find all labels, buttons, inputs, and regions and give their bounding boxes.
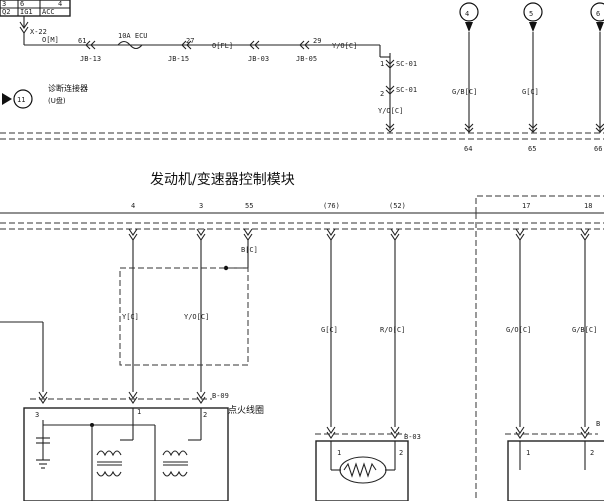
connector-label: B-09 bbox=[212, 392, 229, 400]
wire-color: G/B[C] bbox=[452, 88, 477, 96]
splice-pin: 2 bbox=[380, 90, 384, 98]
splice-label: X-22 bbox=[30, 28, 47, 36]
arrow-down-icon bbox=[529, 22, 537, 32]
ref-number: 11 bbox=[17, 96, 25, 104]
ref-marker-6: 6 66 bbox=[590, 2, 604, 153]
ref-number: 6 bbox=[596, 10, 600, 18]
splice-label: SC-01 bbox=[396, 86, 417, 94]
module-pin: 55 bbox=[245, 202, 253, 210]
fuse-label: 10A ECU bbox=[118, 32, 148, 40]
coil-pin: 2 bbox=[203, 411, 207, 419]
device-pin: 1 bbox=[526, 449, 530, 457]
connector-label: JB-03 bbox=[248, 55, 269, 63]
module-pin: 18 bbox=[584, 202, 592, 210]
arrow-down-icon bbox=[465, 22, 473, 32]
top-wire: O[M] 61 JB-13 10A ECU JB-15 27 O[FL] JB-… bbox=[24, 32, 380, 63]
box-pin-number: 4 bbox=[58, 0, 62, 8]
wire-pin-3: Y/O[C] bbox=[184, 240, 209, 392]
sensor-pin: 2 bbox=[399, 449, 403, 457]
sensor-device: 1 2 bbox=[315, 440, 409, 501]
pin-number: 65 bbox=[528, 145, 536, 153]
wire-color: G/B[C] bbox=[572, 326, 597, 334]
right-connector: B bbox=[505, 420, 600, 439]
upper-bus bbox=[0, 132, 604, 140]
wire-pin-55: B[C] bbox=[223, 240, 258, 271]
sensor-connector: B-03 bbox=[315, 426, 421, 441]
module-pin: 17 bbox=[522, 202, 530, 210]
splice-x22: X-22 bbox=[19, 16, 47, 45]
diagnostic-label: 诊断连接器 bbox=[48, 83, 88, 93]
diagnostic-connector-ref: 11 诊断连接器 (U盘) bbox=[2, 83, 88, 109]
left-feed bbox=[0, 321, 44, 392]
coil-pin: 1 bbox=[137, 408, 141, 416]
ground-icon bbox=[36, 455, 50, 469]
ref-number: 5 bbox=[529, 10, 533, 18]
wire-color: R/O[C] bbox=[380, 326, 405, 334]
module-frame bbox=[0, 195, 604, 501]
ref-number: 4 bbox=[465, 10, 469, 18]
connector-label: B bbox=[596, 420, 600, 428]
box-pin-number: 3 bbox=[2, 0, 6, 8]
wire-pin-18: G/B[C] bbox=[572, 240, 597, 427]
ref-circle-icon bbox=[13, 89, 33, 109]
top-box: 3 6 4 Q2 IG1 ACC bbox=[0, 0, 71, 17]
pin-number: 64 bbox=[464, 145, 472, 153]
connector-label: JB-13 bbox=[80, 55, 101, 63]
ref-marker-5: 5 G[C] 65 bbox=[522, 2, 543, 153]
splice-pin: 1 bbox=[380, 60, 384, 68]
connector-label: B-03 bbox=[404, 433, 421, 441]
pin-number: 66 bbox=[594, 145, 602, 153]
wire-color: G[C] bbox=[522, 88, 539, 96]
connector-label: JB-05 bbox=[296, 55, 317, 63]
coil-winding-icon bbox=[96, 450, 122, 477]
wire-color: Y/O[C] bbox=[332, 42, 357, 50]
module-title: 发动机/变速器控制模块 bbox=[150, 172, 295, 188]
diagnostic-sub: (U盘) bbox=[48, 96, 66, 105]
device-pin: 2 bbox=[590, 449, 594, 457]
wire-color: B[C] bbox=[241, 246, 258, 254]
shield-box bbox=[119, 267, 249, 366]
box-pin-number: 6 bbox=[20, 0, 24, 8]
module-pin: (76) bbox=[323, 202, 340, 210]
wire-color: Y/O[C] bbox=[184, 313, 209, 321]
coil-pin: 3 bbox=[35, 411, 39, 419]
ref-marker-4: 4 G/B[C] 64 bbox=[452, 2, 479, 153]
module-pin: 3 bbox=[199, 202, 203, 210]
module-pin-chevrons bbox=[128, 228, 590, 241]
wire-color: G/O[C] bbox=[506, 326, 531, 334]
splice-label: SC-01 bbox=[396, 60, 417, 68]
wire-color: G[C] bbox=[321, 326, 338, 334]
splice-sc01: 1 SC-01 2 SC-01 Y/O[C] bbox=[378, 45, 417, 133]
module-pin: (52) bbox=[389, 202, 406, 210]
module-pin: 4 bbox=[131, 202, 135, 210]
box-pin-label: IG1 bbox=[20, 8, 33, 16]
wire-pin-52: R/O[C] bbox=[380, 240, 405, 427]
wire-color: O[FL] bbox=[212, 42, 233, 50]
thermistor-icon bbox=[343, 462, 377, 478]
wire-color: Y[C] bbox=[122, 313, 139, 321]
wire-color: Y/O[C] bbox=[378, 107, 403, 115]
right-device: 1 2 bbox=[507, 440, 604, 501]
arrow-down-icon bbox=[596, 22, 604, 32]
coil-winding-icon bbox=[162, 450, 188, 477]
ignition-coil: 点火线圈 3 1 2 bbox=[23, 404, 264, 501]
box-pin-label: Q2 bbox=[2, 8, 10, 16]
sensor-pin: 1 bbox=[337, 449, 341, 457]
wire-pin-17: G/O[C] bbox=[506, 240, 531, 427]
fuse-icon bbox=[117, 40, 143, 50]
pin-number: 61 bbox=[78, 37, 86, 45]
wire-pin-4: Y[C] bbox=[122, 240, 139, 392]
coil-title: 点火线圈 bbox=[228, 404, 264, 416]
wire-color: O[M] bbox=[42, 36, 59, 44]
wire-pin-76: G[C] bbox=[321, 240, 338, 427]
pin-number: 27 bbox=[186, 37, 194, 45]
connector-label: JB-15 bbox=[168, 55, 189, 63]
pin-number: 29 bbox=[313, 37, 321, 45]
box-pin-label: ACC bbox=[42, 8, 55, 16]
coil-connector: B-09 bbox=[30, 391, 229, 404]
